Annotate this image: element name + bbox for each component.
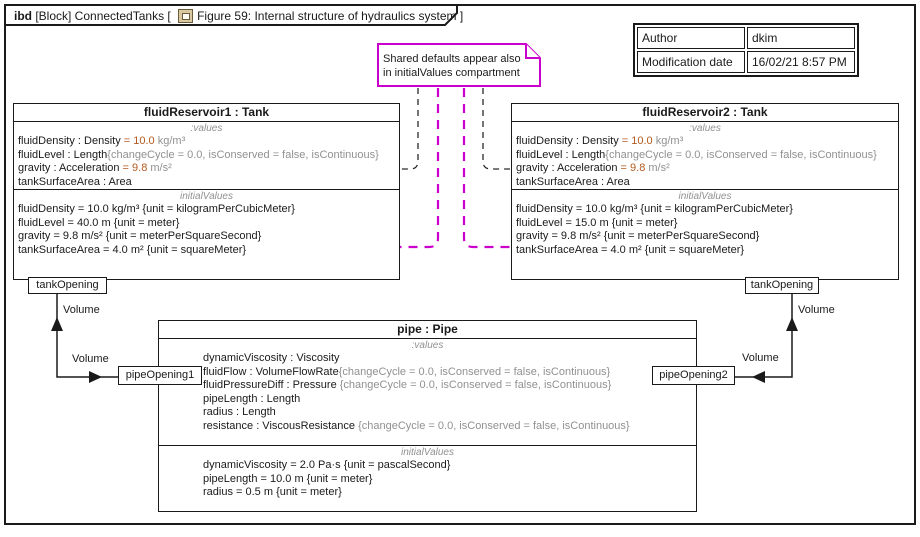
note-anchor-values-right[interactable] — [482, 88, 510, 170]
port-tankopening-left[interactable]: tankOpening — [28, 277, 107, 294]
arrow-right-left — [89, 371, 102, 383]
values-compartment-label: :values — [689, 123, 721, 134]
block-title-fluidreservoir1: fluidReservoir1 : Tank — [14, 104, 399, 122]
modification-date-value: 16/02/21 8:57 PM — [747, 51, 855, 73]
diagram-name-label: Figure 59: Internal structure of hydraul… — [197, 9, 457, 23]
values-compartment-fluidreservoir2: :values fluidDensity : Density = 10.0 kg… — [512, 122, 898, 190]
arrow-left-right — [752, 371, 765, 383]
block-fluidreservoir2[interactable]: fluidReservoir2 : Tank :values fluidDens… — [511, 103, 899, 280]
initialvalues-compartment-label: initialValues — [678, 191, 732, 202]
info-row-author: Author dkim — [637, 27, 855, 49]
arrow-up-left — [51, 317, 63, 331]
port-tankopening-right[interactable]: tankOpening — [745, 277, 819, 294]
author-label: Author — [637, 27, 745, 49]
note-anchor-values-left[interactable] — [399, 88, 419, 170]
arrow-up-right — [786, 317, 798, 331]
port-pipeopening2[interactable]: pipeOpening2 — [652, 366, 735, 385]
block-title-fluidreservoir2: fluidReservoir2 : Tank — [512, 104, 898, 122]
connector-left[interactable] — [51, 293, 118, 383]
block-title-pipe: pipe : Pipe — [159, 321, 696, 339]
frame-header-tab-shape — [4, 4, 458, 26]
diagram-info-table[interactable]: Author dkim Modification date 16/02/21 8… — [633, 23, 859, 77]
diagram-context-label: [Block] ConnectedTanks [ — [32, 9, 175, 23]
flow-label-volume-left-top[interactable]: Volume — [63, 304, 100, 316]
initialvalues-compartment-fluidreservoir2: initialValues fluidDensity = 10.0 kg/m³ … — [512, 190, 898, 279]
initialvalues-compartment-label: initialValues — [401, 447, 454, 458]
note-shape[interactable] — [377, 43, 541, 87]
initialvalues-compartment-label: initialValues — [180, 191, 233, 202]
values-compartment-label: :values — [411, 340, 444, 351]
diagram-type-icon — [178, 9, 194, 23]
connector-right[interactable] — [733, 293, 798, 383]
note-anchor-initialvalues-right[interactable] — [462, 88, 510, 249]
block-fluidreservoir1[interactable]: fluidReservoir1 : Tank :values fluidDens… — [13, 103, 400, 280]
initialvalues-lines: fluidDensity = 10.0 kg/m³ {unit = kilogr… — [516, 203, 793, 256]
initialvalues-compartment-fluidreservoir1: initialValues fluidDensity = 10.0 kg/m³ … — [14, 190, 399, 279]
frame-header: ibd [Block] ConnectedTanks [ Figure 59: … — [14, 8, 463, 24]
diagram-frame — [4, 4, 916, 525]
initialvalues-compartment-pipe: initialValues dynamicViscosity = 2.0 Pa·… — [159, 446, 696, 511]
block-pipe[interactable]: pipe : Pipe :values dynamicViscosity : V… — [158, 320, 697, 512]
flow-label-volume-right-top[interactable]: Volume — [798, 304, 835, 316]
flow-label-volume-right-bottom[interactable]: Volume — [742, 352, 779, 364]
author-value: dkim — [747, 27, 855, 49]
initialvalues-lines: dynamicViscosity = 2.0 Pa·s {unit = pasc… — [203, 459, 451, 498]
values-compartment-fluidreservoir1: :values fluidDensity : Density = 10.0 kg… — [14, 122, 399, 190]
diagram-kind-label: ibd — [14, 9, 32, 23]
port-pipeopening1[interactable]: pipeOpening1 — [118, 366, 202, 385]
note-line-1: Shared defaults appear also — [383, 53, 521, 65]
diagram-close-bracket: ] — [456, 9, 464, 23]
note-fold-corner — [525, 44, 540, 59]
note-line-2: in initialValues compartment — [383, 66, 520, 79]
values-compartment-label: :values — [190, 123, 223, 134]
note-comment[interactable]: Shared defaults appear also in initialVa… — [383, 53, 537, 80]
modification-date-label: Modification date — [637, 51, 745, 73]
info-row-modification-date: Modification date 16/02/21 8:57 PM — [637, 51, 855, 73]
initialvalues-lines: fluidDensity = 10.0 kg/m³ {unit = kilogr… — [18, 203, 295, 256]
note-anchor-initialvalues-left[interactable] — [399, 88, 440, 249]
flow-label-volume-left-bottom[interactable]: Volume — [72, 353, 109, 365]
